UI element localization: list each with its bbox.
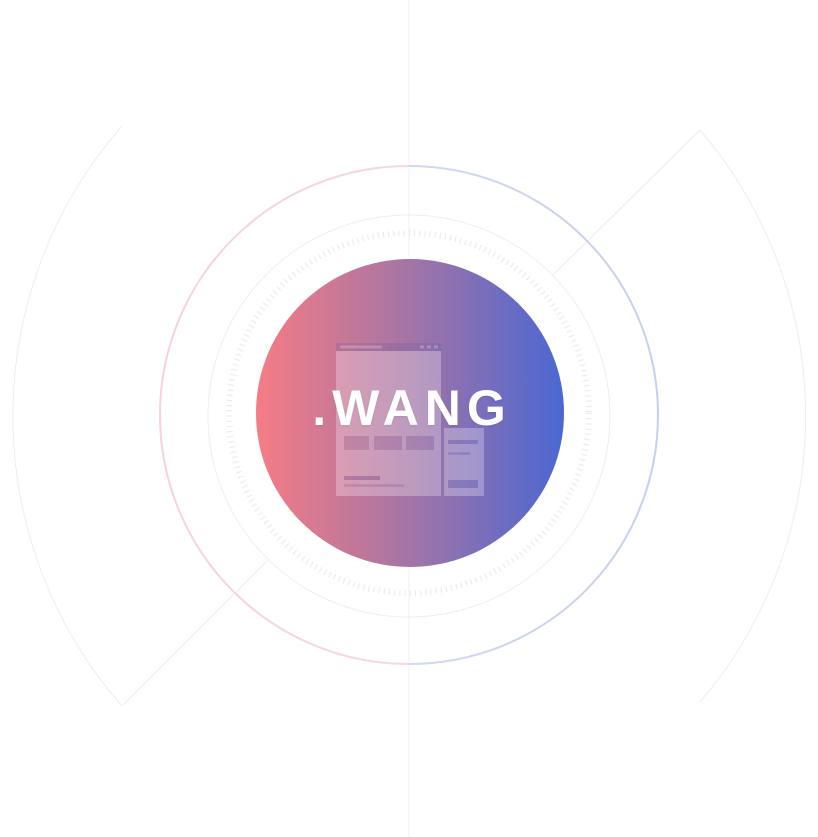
inner-thin-ring [207, 214, 611, 618]
mobile-panel-icon [444, 428, 484, 496]
outer-right-arc [699, 129, 807, 703]
main-ring [159, 165, 659, 665]
dotted-tick-ring [226, 230, 592, 596]
browser-window-mockup-icon [336, 343, 441, 496]
core-gradient-disc [256, 259, 564, 567]
diagonal-guide-upper [552, 129, 701, 276]
outer-left-arc [12, 125, 123, 707]
diagonal-guide-lower [121, 559, 269, 707]
